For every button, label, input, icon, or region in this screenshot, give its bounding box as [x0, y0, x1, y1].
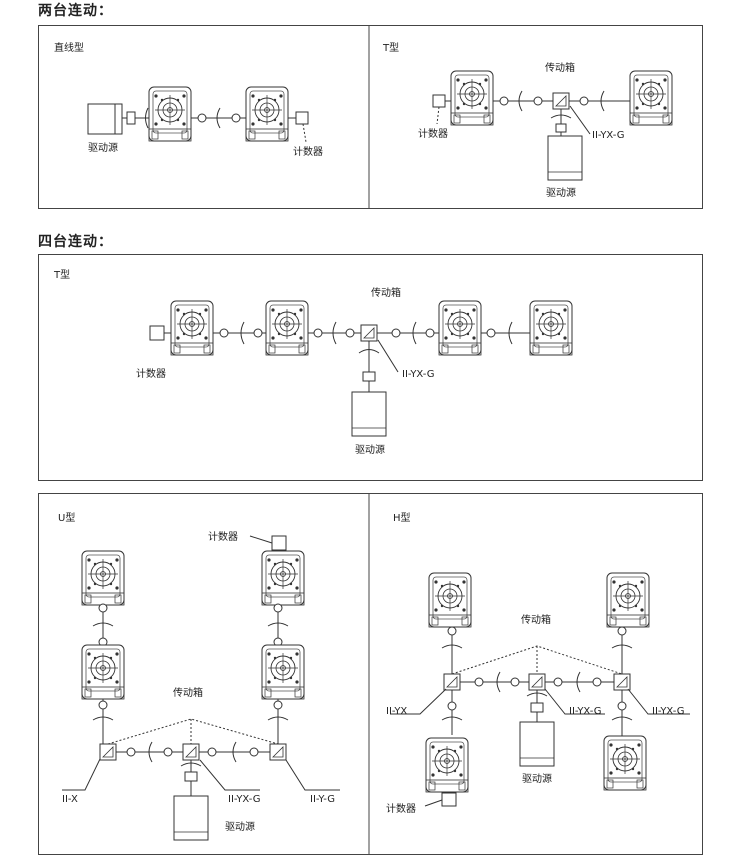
gear-reducer-unit [265, 300, 309, 356]
gearbox [552, 92, 570, 110]
label-gearbox: 传动箱 [545, 61, 575, 74]
label-t4-title: T型 [53, 268, 70, 281]
gearbox [182, 743, 200, 761]
label-gearbox: 传动箱 [371, 286, 401, 299]
gear-reducer-unit [606, 572, 650, 628]
label-gearbox-model-mid: II-YX-G [228, 794, 261, 805]
gear-reducer-unit [438, 300, 482, 356]
shaft-coupling [197, 113, 207, 123]
drive-source [519, 721, 555, 767]
label-drive-source: 驱动源 [522, 772, 552, 785]
gearbox [613, 673, 631, 691]
gear-reducer-unit [81, 644, 125, 700]
label-drive-source: 驱动源 [546, 186, 576, 199]
label-drive-source: 驱动源 [88, 141, 118, 154]
diagram-h [390, 572, 690, 807]
label-gearbox-model-left: II-X [62, 794, 78, 805]
label-gearbox-model: II-YX-G [592, 130, 625, 141]
panel-four-u-h [38, 493, 703, 855]
label-h-title: H型 [393, 511, 411, 524]
gear-reducer-unit [450, 70, 494, 126]
gear-reducer-unit [425, 737, 469, 793]
gearbox [443, 673, 461, 691]
gear-reducer-unit [261, 550, 305, 606]
gear-reducer-unit [629, 70, 673, 126]
coupling [126, 111, 136, 125]
gear-reducer-unit [428, 572, 472, 628]
label-t2-title: T型 [382, 41, 399, 54]
gearbox [528, 673, 546, 691]
label-gearbox-model-mid: II-YX-G [569, 706, 602, 717]
rotation-arrow [145, 107, 149, 129]
gearbox [360, 324, 378, 342]
gearbox [99, 743, 117, 761]
counter [149, 325, 165, 341]
rotation-arrow [216, 107, 221, 129]
drive-source [547, 135, 583, 181]
gear-reducer-unit [148, 86, 192, 142]
label-gearbox-model-right: II-Y-G [310, 794, 335, 805]
counter [295, 111, 309, 125]
gear-reducer-unit [170, 300, 214, 356]
label-gearbox-model: II-YX-G [402, 369, 435, 380]
counter [432, 94, 446, 108]
label-counter: 计数器 [418, 127, 448, 140]
gear-reducer-unit [81, 550, 125, 606]
panel-four-t [38, 254, 703, 481]
label-gearbox: 传动箱 [521, 613, 551, 626]
label-counter: 计数器 [136, 367, 166, 380]
label-counter: 计数器 [386, 802, 416, 815]
label-counter: 计数器 [208, 530, 238, 543]
drive-source [173, 795, 209, 841]
label-gearbox: 传动箱 [173, 686, 203, 699]
label-straight-title: 直线型 [54, 41, 84, 54]
diagram-straight [87, 86, 309, 143]
label-gearbox-model-left: II-YX [386, 706, 407, 717]
diagram-u [62, 493, 370, 855]
shaft-coupling [231, 113, 241, 123]
gear-reducer-unit [603, 735, 647, 791]
gear-reducer-unit [245, 86, 289, 142]
label-drive-source: 驱动源 [225, 820, 255, 833]
label-u-title: U型 [58, 511, 75, 524]
diagram-t-four [149, 300, 573, 437]
gear-reducer-unit [529, 300, 573, 356]
label-counter: 计数器 [293, 145, 323, 158]
section-title-four-units: 四台连动： [38, 234, 113, 250]
counter [441, 792, 457, 807]
drive-source [87, 103, 123, 135]
gear-reducer-unit [261, 644, 305, 700]
counter [271, 535, 287, 551]
diagram-t-two [368, 25, 673, 209]
label-drive-source: 驱动源 [355, 443, 385, 456]
label-gearbox-model-right: II-YX-G [652, 706, 685, 717]
drive-source [351, 391, 387, 437]
gearbox [269, 743, 287, 761]
section-title-two-units: 两台连动： [38, 3, 113, 19]
